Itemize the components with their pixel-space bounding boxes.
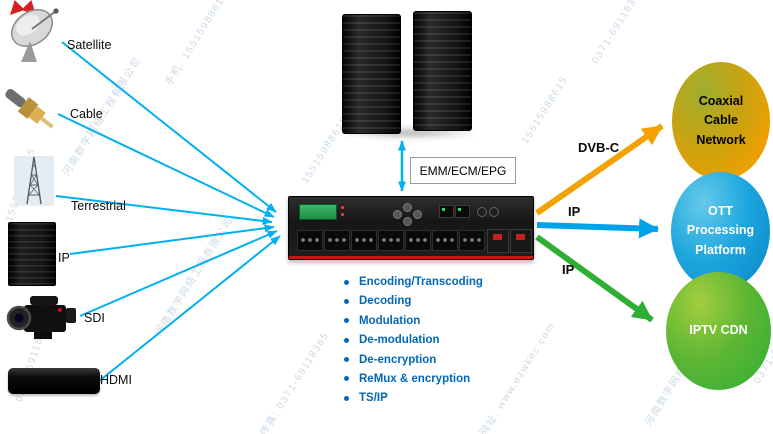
flow-line-ip bbox=[69, 224, 275, 255]
device-led bbox=[341, 213, 344, 216]
device-connector-slot bbox=[297, 230, 323, 251]
device-button bbox=[403, 203, 412, 212]
bullet-icon bbox=[344, 357, 349, 363]
bullet-icon bbox=[344, 337, 349, 343]
input-label-cable: Cable bbox=[70, 107, 103, 121]
function-item: ReMux & encryption bbox=[344, 373, 483, 385]
function-item: TS/IP bbox=[344, 392, 483, 404]
device-connector-slot bbox=[378, 230, 404, 251]
watermark-text: 手机: 15515988615 bbox=[163, 0, 231, 88]
output-iptv-cdn: IPTV CDN bbox=[666, 272, 771, 390]
function-item: De-encryption bbox=[344, 354, 483, 366]
watermark-text: 传真: 0371-69118365 bbox=[258, 330, 332, 434]
device-bnc-port bbox=[489, 207, 499, 217]
bullet-icon bbox=[344, 395, 349, 401]
bullet-icon bbox=[344, 279, 349, 285]
device-ethernet-port bbox=[455, 205, 470, 218]
device-led bbox=[341, 206, 344, 209]
device-connector-slot bbox=[324, 230, 350, 251]
function-list: Encoding/Transcoding Decoding Modulation… bbox=[344, 276, 483, 404]
output-label: Coaxial Cable Network bbox=[696, 93, 746, 147]
device-lcd-screen bbox=[299, 204, 337, 220]
output-ott-processing-platform: OTT Processing Platform bbox=[671, 172, 770, 290]
watermark-text: 河南数字网络工程有限公司 bbox=[153, 215, 236, 338]
watermark-text: 0371-69118365 bbox=[590, 0, 647, 66]
headend-device bbox=[288, 196, 534, 260]
device-bnc-port bbox=[477, 207, 487, 217]
input-label-ip: IP bbox=[58, 251, 70, 265]
device-button bbox=[393, 210, 402, 219]
device-button bbox=[413, 210, 422, 219]
device-connector-slot bbox=[351, 230, 377, 251]
watermark-text: 网址: www.ezwkec.com bbox=[478, 320, 558, 434]
server-rack-icon bbox=[8, 222, 56, 286]
function-item: De-modulation bbox=[344, 334, 483, 346]
device-power-module bbox=[510, 229, 532, 253]
arrow-label-ip-ott: IP bbox=[568, 204, 581, 219]
device-connector-slot bbox=[405, 230, 431, 251]
output-coaxial-cable-network: Coaxial Cable Network bbox=[672, 62, 770, 180]
input-label-hdmi: HDMI bbox=[100, 373, 132, 387]
flow-line-sdi bbox=[79, 230, 278, 317]
device-connector-slot bbox=[459, 230, 485, 251]
function-item: Modulation bbox=[344, 315, 483, 327]
function-item: Encoding/Transcoding bbox=[344, 276, 483, 288]
device-button bbox=[403, 217, 412, 226]
arrow-ip-ott bbox=[536, 218, 659, 239]
bullet-icon bbox=[344, 318, 349, 324]
bullet-icon bbox=[344, 298, 349, 304]
device-connector-slot bbox=[432, 230, 458, 251]
function-item: Decoding bbox=[344, 295, 483, 307]
server-tower-icon bbox=[413, 11, 472, 131]
output-label: IPTV CDN bbox=[689, 323, 748, 338]
arrow-ip-iptv bbox=[535, 234, 654, 323]
arrow-label-ip-iptv: IP bbox=[562, 262, 575, 277]
arrow-label-dvbc: DVB-C bbox=[578, 140, 620, 155]
broadcast-tower-icon bbox=[14, 156, 54, 211]
bullet-icon bbox=[344, 376, 349, 382]
input-label-sdi: SDI bbox=[84, 311, 105, 325]
device-power-module bbox=[487, 229, 509, 253]
input-label-satellite: Satellite bbox=[67, 38, 112, 52]
device-ethernet-port bbox=[439, 205, 454, 218]
emm-ecm-epg-label: EMM/ECM/EPG bbox=[410, 157, 516, 184]
server-tower-icon bbox=[342, 14, 401, 134]
flow-line-satellite bbox=[61, 41, 277, 213]
flow-line-hdmi bbox=[97, 235, 281, 383]
media-player-icon bbox=[8, 368, 100, 394]
watermark-text: 15515988615 bbox=[520, 74, 571, 146]
coax-cable-connector-icon bbox=[0, 82, 64, 145]
input-label-terrestrial: Terrestrial bbox=[71, 199, 126, 213]
satellite-dish-icon bbox=[6, 2, 66, 69]
output-label: OTT Processing Platform bbox=[686, 203, 755, 257]
camcorder-icon bbox=[4, 290, 80, 353]
